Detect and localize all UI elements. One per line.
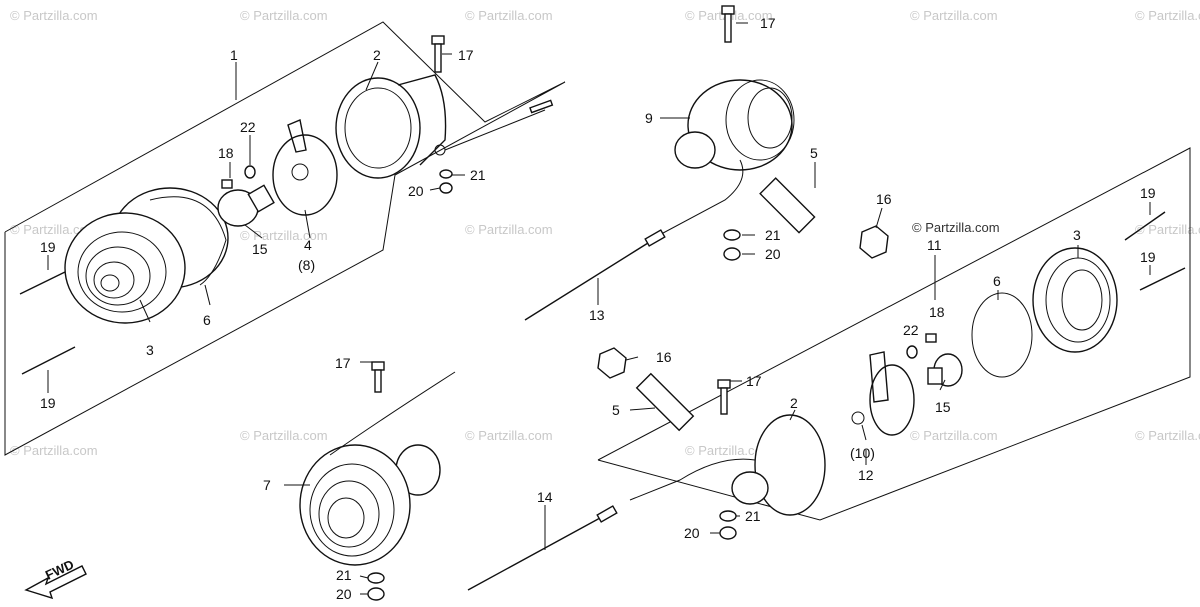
callout-16: 16 <box>876 191 892 207</box>
nut-washer-lower <box>719 510 737 540</box>
callout-4: 4 <box>304 237 312 253</box>
callout-17: 17 <box>458 47 474 63</box>
callout-22: 22 <box>903 322 919 338</box>
lamp-7 <box>299 361 456 601</box>
housing-2-left <box>335 74 554 179</box>
watermark: © Partzilla.com <box>10 8 98 23</box>
callout-15: 15 <box>935 399 951 415</box>
callout-6: 6 <box>993 273 1001 289</box>
watermark: © Partzilla.com <box>1135 8 1200 23</box>
nut-16-lower <box>597 347 627 379</box>
fwd-arrow-icon: FWD <box>24 557 87 600</box>
assembly-1-outline <box>4 21 566 456</box>
callout-20: 20 <box>684 525 700 541</box>
callout-9: 9 <box>645 110 653 126</box>
callout-17: 17 <box>760 15 776 31</box>
nut-washer-left <box>439 169 453 194</box>
bolt-17 <box>431 35 445 73</box>
watermark: © Partzilla.com <box>1135 222 1200 237</box>
lens-3-right <box>1032 247 1118 353</box>
stay-5-upper <box>759 177 816 234</box>
callout-12: 12 <box>858 467 874 483</box>
callout-19: 19 <box>1140 185 1156 201</box>
callout-8: (8) <box>298 257 315 273</box>
gasket-6-left <box>149 196 227 286</box>
watermark: © Partzilla.com <box>910 8 998 23</box>
callout-10: (10) <box>850 445 875 461</box>
housing-2-right <box>629 379 826 516</box>
watermark: © Partzilla.com <box>465 428 553 443</box>
callout-20: 20 <box>765 246 781 262</box>
watermark: © Partzilla.com <box>240 8 328 23</box>
callout-21: 21 <box>336 567 352 583</box>
callout-11: 11 <box>927 237 942 253</box>
lamp-9 <box>649 5 795 241</box>
watermark: © Partzilla.com <box>10 443 98 458</box>
callout-18: 18 <box>929 304 945 320</box>
callout-19: 19 <box>40 395 56 411</box>
callout-20: 20 <box>408 183 424 199</box>
callout-20: 20 <box>336 586 352 602</box>
callout-16: 16 <box>656 349 672 365</box>
callout-21: 21 <box>745 508 761 524</box>
gasket-6-right <box>971 292 1033 378</box>
screws-19-right <box>1124 211 1186 291</box>
callout-3: 3 <box>146 342 154 358</box>
callout-13: 13 <box>589 307 605 323</box>
fwd-label: FWD <box>43 557 76 583</box>
watermark: © Partzilla.com <box>465 8 553 23</box>
watermark: © Partzilla.com <box>240 228 328 243</box>
callout-17: 17 <box>746 373 762 389</box>
screw-18-washer-22-right <box>906 333 937 359</box>
callout-14: 14 <box>537 489 553 505</box>
watermark: © Partzilla.com <box>1135 428 1200 443</box>
lens-3-left <box>64 187 229 324</box>
callout-1: 1 <box>230 47 238 63</box>
callout-5: 5 <box>810 145 818 161</box>
callout-19: 19 <box>1140 249 1156 265</box>
callout-6: 6 <box>203 312 211 328</box>
callout-3: 3 <box>1073 227 1081 243</box>
callout-15: 15 <box>252 241 268 257</box>
watermark: © Partzilla.com <box>685 443 773 458</box>
bulb-15-left <box>217 184 275 227</box>
callout-17: 17 <box>335 355 351 371</box>
watermark: © Partzilla.com <box>910 428 998 443</box>
watermark: © Partzilla.com <box>240 428 328 443</box>
leader-lines <box>47 22 1151 595</box>
callout-18: 18 <box>218 145 234 161</box>
socket-4 <box>272 119 338 216</box>
watermark: © Partzilla.com <box>465 222 553 237</box>
bulb-15-right <box>927 353 963 387</box>
callout-19: 19 <box>40 239 56 255</box>
socket-12 <box>851 351 915 436</box>
callout-2: 2 <box>790 395 798 411</box>
nut-16-upper <box>859 225 889 259</box>
screws-19-left <box>19 271 76 375</box>
callout-21: 21 <box>765 227 781 243</box>
callout-7: 7 <box>263 477 271 493</box>
callout-5: 5 <box>612 402 620 418</box>
wire-14 <box>467 505 618 591</box>
callout-2: 2 <box>373 47 381 63</box>
nut-washer-mid <box>723 229 741 261</box>
watermark-brand: © Partzilla.com <box>912 220 1000 235</box>
wire-13 <box>524 229 666 321</box>
callout-22: 22 <box>240 119 256 135</box>
callout-21: 21 <box>470 167 486 183</box>
watermark: © Partzilla.com <box>10 222 98 237</box>
callouts: 1 2 17 22 18 21 20 19 15 4 (8) 6 3 19 17… <box>40 15 1156 602</box>
stay-5-lower <box>635 372 695 432</box>
screw-18-washer-22-left <box>221 165 256 189</box>
